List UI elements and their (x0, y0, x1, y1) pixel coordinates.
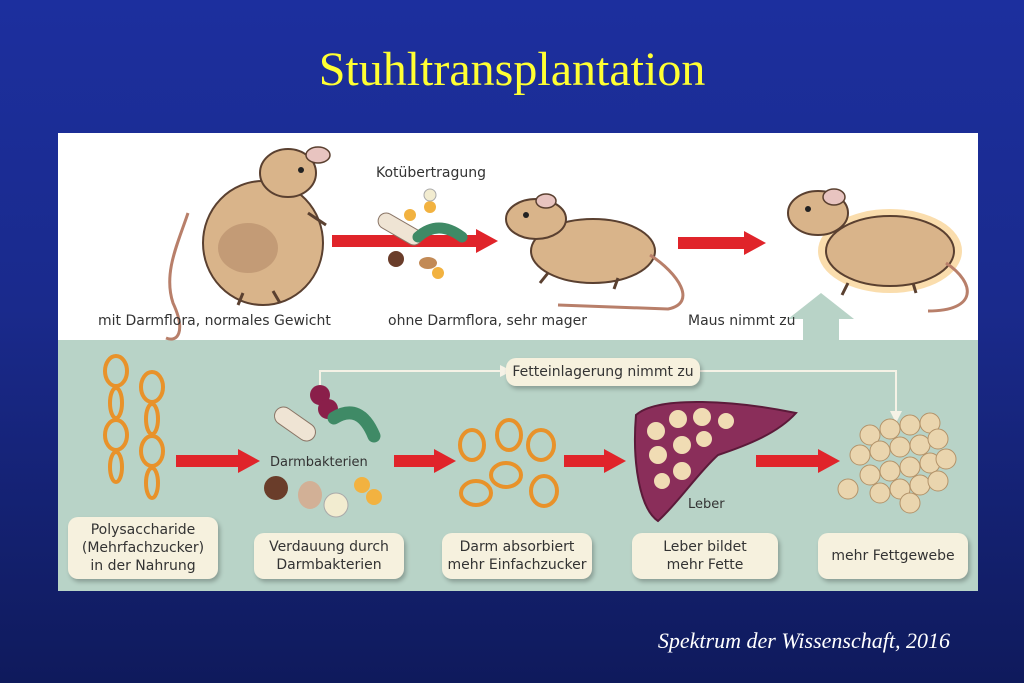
mouse-obese-icon (787, 188, 969, 313)
diagram-figure: Kotübertragung mit Darmflora, normales G… (58, 133, 978, 591)
diagram-artwork (103, 146, 969, 523)
step-absorption: Darm absorbiert mehr Einfachzucker (442, 533, 592, 579)
feedback-label: Fetteinlagerung nimmt zu (506, 358, 700, 386)
fat-tissue-icon (837, 412, 957, 514)
step-fat-tissue: mehr Fettgewebe (818, 533, 968, 579)
step-polysaccharides: Polysaccharide (Mehrfachzucker) in der N… (68, 517, 218, 579)
mouse3-caption: Maus nimmt zu (688, 313, 796, 329)
slide-title: Stuhltransplantation (318, 43, 706, 96)
step-liver-fat: Leber bildet mehr Fette (632, 533, 778, 579)
feces-mix-icon (377, 188, 468, 279)
gut-bacteria-icon (264, 385, 382, 518)
mouse-normal-icon (165, 146, 331, 341)
step-digestion: Verdauung durch Darmbakterien (254, 533, 404, 579)
mouse-lean-icon (505, 193, 685, 311)
source-credit: Spektrum der Wissenschaft, 2016 (657, 628, 950, 653)
polysaccharide-chain-icon (103, 354, 165, 500)
mouse2-caption: ohne Darmflora, sehr mager (388, 313, 587, 329)
mouse1-caption: mit Darmflora, normales Gewicht (98, 313, 331, 329)
transfer-label: Kotübertragung (376, 165, 487, 181)
liver-label: Leber (688, 497, 725, 512)
bacteria-label: Darmbakterien (270, 455, 368, 470)
liver-icon (633, 401, 798, 523)
simple-sugar-icon (458, 418, 559, 508)
